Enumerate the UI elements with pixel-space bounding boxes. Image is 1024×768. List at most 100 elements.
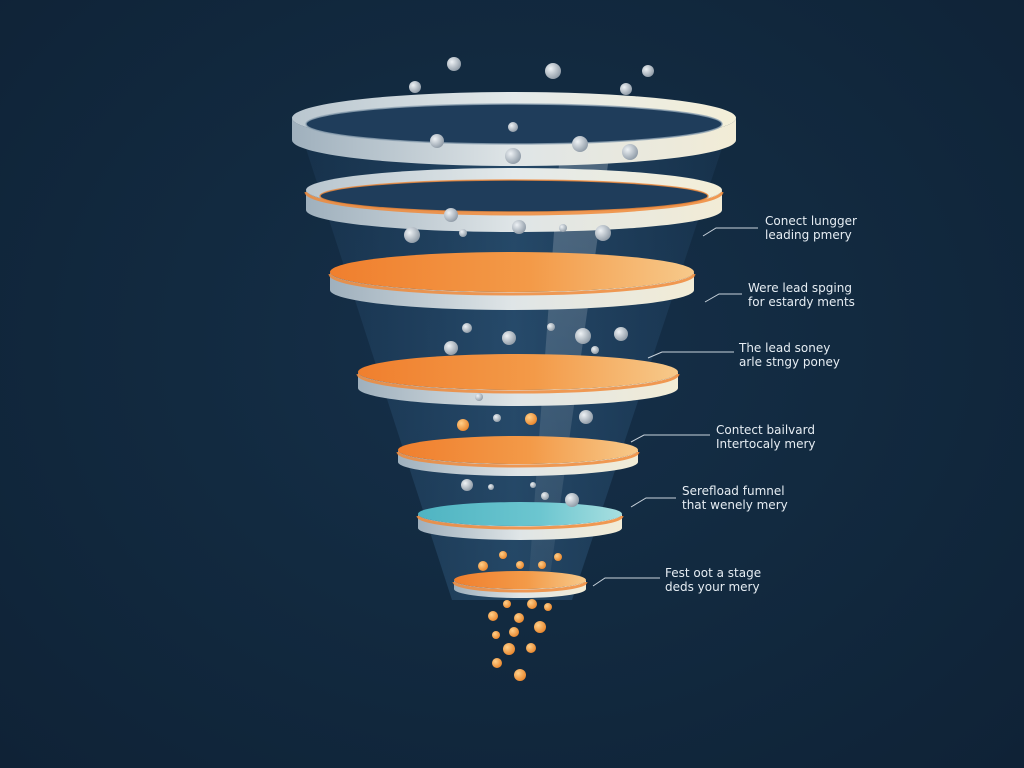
grey-bubble [444,341,458,355]
funnel-stage-7-top [454,571,586,589]
grey-bubble [409,81,421,93]
grey-bubble [530,482,536,488]
grey-bubble [459,229,467,237]
funnel-stage-4-rim-accent [356,373,680,394]
grey-bubble [575,328,591,344]
funnel-stage-6 [416,502,624,540]
stage-label-4: Contect bailvard Intertocaly mery [716,423,816,451]
grey-bubble [572,136,588,152]
funnel-stage-2 [304,168,724,232]
grey-bubble [508,122,518,132]
grey-bubble [642,65,654,77]
grey-bubble [565,493,579,507]
stage-label-2-line2: for estardy ments [748,295,855,309]
leader-line-3 [647,351,734,359]
grey-bubble [541,492,549,500]
grey-bubble [595,225,611,241]
grey-bubble [579,410,593,424]
stage-label-2: Were lead spging for estardy ments [748,281,855,309]
stage-label-1-line1: Conect lungger [765,214,857,228]
orange-bubble [527,599,537,609]
grey-bubble [404,227,420,243]
orange-bubble [478,561,488,571]
funnel-stage-3-rim-accent [328,273,696,296]
stage-label-3-line1: The lead soney [739,341,831,355]
funnel-stage-5 [396,436,640,476]
grey-bubble [462,323,472,333]
funnel-stage-1-opening-rim [305,103,723,145]
orange-bubble [503,600,511,608]
stage-label-4-line1: Contect bailvard [716,423,815,437]
leader-line-1 [702,227,758,237]
orange-bubble [492,631,500,639]
stage-label-5-line1: Serefload fumnel [682,484,785,498]
funnel-stage-2-opening [320,180,708,212]
orange-bubble [488,611,498,621]
funnel-stage-3-side [330,272,694,310]
funnel-stage-5-rim-accent [396,451,640,468]
stage-label-6-line2: deds your mery [665,580,760,594]
grey-bubble [475,393,483,401]
funnel-stage-2-side [306,190,722,232]
grey-bubble [488,484,494,490]
stage-label-1: Conect lungger leading pmery [765,214,857,242]
funnel-stage-4 [356,354,680,406]
leader-line-4 [630,434,710,443]
funnel-stage-4-top [358,354,678,390]
leader-line-6 [592,577,660,587]
stage-label-3-line2: arle stngy poney [739,355,840,369]
orange-bubble [525,413,537,425]
orange-bubble [499,551,507,559]
funnel-stage-7-rim-accent [452,581,588,593]
stage-label-5: Serefload fumnel that wenely mery [682,484,788,512]
orange-bubble [534,621,546,633]
funnel-stage-3 [328,252,696,310]
funnel-stages [292,92,736,598]
funnel-stage-2-opening-rim [319,179,709,213]
grey-bubble [545,63,561,79]
stage-label-3: The lead soney arle stngy poney [739,341,840,369]
stage-label-5-line2: that wenely mery [682,498,788,512]
orange-bubble [516,561,524,569]
orange-bubble [514,669,526,681]
grey-bubble [547,323,555,331]
orange-bubble [509,627,519,637]
funnel-stage-7 [452,571,588,598]
funnel-bubbles [404,57,654,681]
leader-line-5 [630,497,676,508]
funnel-stage-3-top [330,252,694,292]
funnel-stage-2-rim-accent [304,191,724,216]
orange-bubble [544,603,552,611]
grey-bubble [447,57,461,71]
orange-bubble [492,658,502,668]
grey-bubble [493,414,501,422]
grey-bubble [512,220,526,234]
funnel-stage-5-side [398,450,638,476]
orange-bubble [554,553,562,561]
orange-bubble [526,643,536,653]
grey-bubble [622,144,638,160]
orange-bubble [457,419,469,431]
funnel-stage-4-side [358,372,678,406]
grey-bubble [430,134,444,148]
funnel-stage-6-rim-accent [416,515,624,530]
orange-bubble [514,613,524,623]
stage-label-2-line1: Were lead spging [748,281,852,295]
leader-line-2 [704,293,742,303]
stage-label-4-line2: Intertocaly mery [716,437,816,451]
funnel-stage-6-top [418,502,622,526]
grey-bubble [614,327,628,341]
stage-label-1-line2: leading pmery [765,228,852,242]
grey-bubble [444,208,458,222]
grey-bubble [591,346,599,354]
orange-bubble [503,643,515,655]
grey-bubble [461,479,473,491]
grey-bubble [620,83,632,95]
funnel-stage-5-top [398,436,638,464]
label-leader-lines [592,227,758,587]
stage-label-6: Fest oot a stage deds your mery [665,566,761,594]
stage-label-6-line1: Fest oot a stage [665,566,762,580]
grey-bubble [505,148,521,164]
